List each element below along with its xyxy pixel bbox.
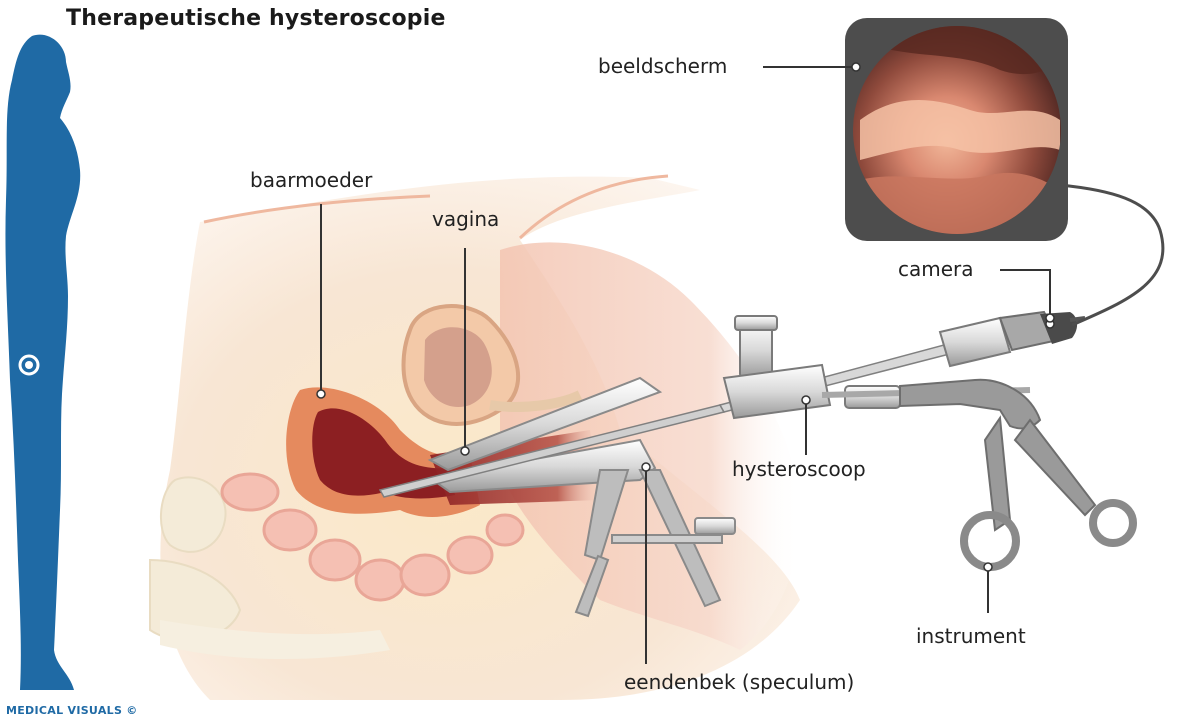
label-camera: camera <box>898 257 974 281</box>
grasping-instrument <box>900 380 1133 567</box>
monitor <box>845 18 1068 241</box>
credit-text: MEDICAL VISUALS © <box>6 704 138 717</box>
label-vagina: vagina <box>432 207 499 231</box>
camera-cable <box>1060 185 1163 325</box>
label-baarmoeder: baarmoeder <box>250 168 372 192</box>
body-silhouette <box>5 35 80 690</box>
label-eendenbek: eendenbek (speculum) <box>624 670 854 694</box>
label-instrument: instrument <box>916 624 1026 648</box>
anatomy <box>150 176 801 700</box>
camera <box>1000 312 1085 350</box>
label-hysteroscoop: hysteroscoop <box>732 457 866 481</box>
page-title: Therapeutische hysteroscopie <box>66 6 446 31</box>
label-beeldscherm: beeldscherm <box>598 54 727 78</box>
